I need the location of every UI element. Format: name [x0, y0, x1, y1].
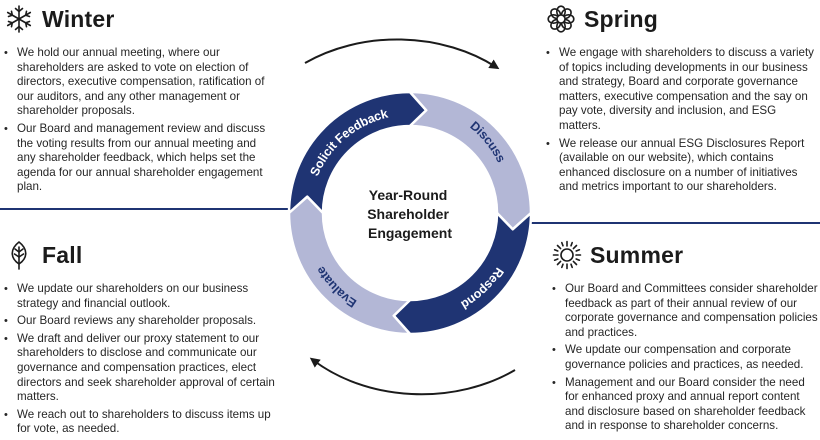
fall-header: Fall — [4, 240, 276, 270]
winter-section: Winter We hold our annual meeting, where… — [4, 4, 276, 198]
spring-header: Spring — [546, 4, 818, 34]
summer-bullet: Management and our Board consider the ne… — [552, 376, 818, 434]
winter-header: Winter — [4, 4, 276, 34]
fall-bullet: We update our shareholders on our busine… — [4, 282, 276, 311]
flower-icon — [546, 4, 576, 34]
summer-bullet: We update our compensation and corporate… — [552, 343, 818, 372]
spring-bullet: We engage with shareholders to discuss a… — [546, 46, 818, 134]
summer-section: Summer Our Board and Committees consider… — [552, 240, 818, 437]
summer-bullet: Our Board and Committees consider shareh… — [552, 282, 818, 340]
leaf-icon — [4, 240, 34, 270]
bottom-cycle-arrow — [309, 357, 516, 396]
summer-header: Summer — [552, 240, 818, 270]
winter-bullet: Our Board and management review and disc… — [4, 122, 276, 195]
center-title: Year-Round Shareholder Engagement — [367, 187, 453, 241]
fall-section: Fall We update our shareholders on our b… — [4, 240, 276, 440]
fall-bullets: We update our shareholders on our busine… — [4, 282, 276, 437]
left-divider-line — [0, 208, 292, 210]
winter-title: Winter — [42, 5, 115, 32]
fall-bullet: Our Board reviews any shareholder propos… — [4, 314, 276, 329]
spring-bullet: We release our annual ESG Disclosures Re… — [546, 137, 818, 195]
fall-bullet: We reach out to shareholders to discuss … — [4, 408, 276, 437]
segment-evaluate — [287, 195, 412, 336]
spring-bullets: We engage with shareholders to discuss a… — [546, 46, 818, 195]
snowflake-icon — [4, 4, 34, 34]
sun-icon — [552, 240, 582, 270]
right-divider-line — [528, 222, 820, 224]
fall-bullet: We draft and deliver our proxy statement… — [4, 332, 276, 405]
fall-title: Fall — [42, 241, 83, 268]
center-title-line: Year-Round — [369, 187, 448, 203]
summer-title: Summer — [590, 241, 684, 268]
winter-bullet: We hold our annual meeting, where our sh… — [4, 46, 276, 119]
spring-section: Spring We engage with shareholders to di… — [546, 4, 818, 198]
engagement-cycle-diagram: Solicit Feedback Discuss Respond Evaluat… — [287, 38, 533, 396]
spring-title: Spring — [584, 5, 659, 32]
center-title-line: Engagement — [368, 225, 452, 241]
center-title-line: Shareholder — [367, 206, 449, 222]
winter-bullets: We hold our annual meeting, where our sh… — [4, 46, 276, 195]
summer-bullets: Our Board and Committees consider shareh… — [552, 282, 818, 434]
top-cycle-arrow — [304, 38, 500, 70]
